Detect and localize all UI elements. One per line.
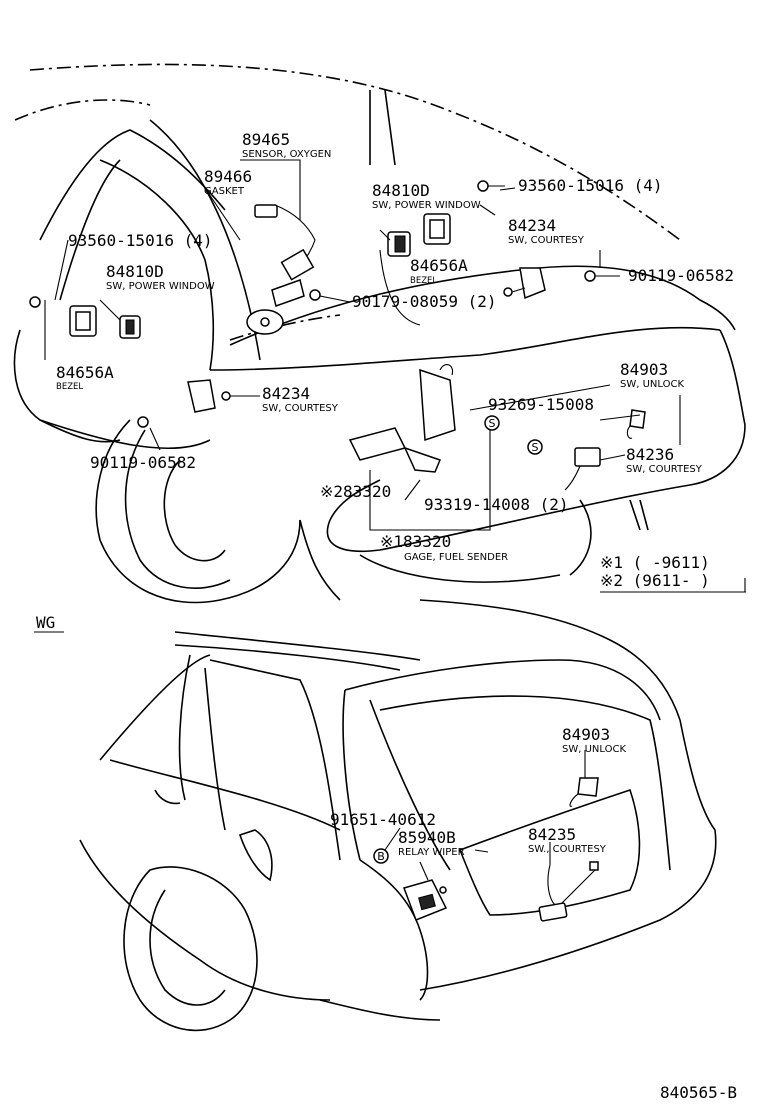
desc-84810d-right: SW, POWER WINDOW — [372, 200, 481, 211]
unlock-switch-top — [626, 409, 646, 439]
leader-lines-top — [44, 159, 681, 531]
diagram-code: 840565-B — [660, 1083, 737, 1102]
desc-84234-right: SW, COURTESY — [508, 235, 585, 246]
unlock-switch-wg-part — [569, 777, 599, 807]
desc-84235: SW., COURTESY — [528, 844, 607, 855]
label-84903-top: 84903 — [620, 360, 668, 379]
courtesy-switch-84235-part — [538, 861, 599, 922]
desc-84903-wg: SW, UNLOCK — [562, 744, 626, 755]
date-notes: ※1 ( -9611) ※2 (9611- ) — [600, 553, 746, 593]
label-84236: 84236 — [626, 445, 674, 464]
label-89466: 89466 — [204, 167, 252, 186]
courtesy-switch-84236 — [564, 447, 601, 491]
label-85940b: 85940B — [398, 828, 456, 847]
courtesy-switch-right — [503, 267, 546, 300]
label-84903-wg: 84903 — [562, 725, 610, 744]
desc-89465: SENSOR, OXYGEN — [242, 149, 331, 160]
symbol-s-2: S — [532, 441, 539, 454]
leader-lines-bottom — [384, 750, 586, 881]
desc-84810d-left: SW, POWER WINDOW — [106, 281, 215, 292]
bolt-91651: B — [373, 848, 389, 864]
fuel-sender-gage — [348, 364, 456, 473]
desc-183320: GAGE, FUEL SENDER — [404, 552, 508, 563]
label-93560-left: 93560-15016 (4) — [68, 231, 213, 250]
desc-84656a-left: BEZEL — [56, 382, 83, 392]
label-183320: ※183320 — [380, 532, 451, 551]
desc-84656a-right: BEZEL — [410, 276, 437, 286]
label-93319: 93319-14008 (2) — [424, 495, 569, 514]
bezel-right — [423, 213, 451, 245]
label-89465: 89465 — [242, 130, 290, 149]
label-84810d-right: 84810D — [372, 181, 430, 200]
label-93560-right: 93560-15016 (4) — [518, 176, 663, 195]
label-84656a-left: 84656A — [56, 363, 114, 382]
wagon-body-outline — [79, 599, 717, 1032]
bezel-left — [69, 305, 97, 337]
label-wg: WG — [36, 613, 55, 632]
symbol-b: B — [377, 850, 385, 863]
label-84234-right: 84234 — [508, 216, 556, 235]
label-84234-left: 84234 — [262, 384, 310, 403]
bolt-90119-right — [584, 270, 596, 282]
screw-93560-left — [29, 296, 41, 308]
oxygen-sensor-part — [254, 204, 316, 307]
label-90119-left: 90119-06582 — [90, 453, 196, 472]
screw-93560-right — [477, 180, 505, 192]
labels-top: 89465 SENSOR, OXYGEN 89466 GASKET 84810D… — [56, 130, 734, 563]
label-84656a-right: 84656A — [410, 256, 468, 275]
desc-84903-top: SW, UNLOCK — [620, 379, 684, 390]
desc-84234-left: SW, COURTESY — [262, 403, 339, 414]
bolt-90119-left — [137, 416, 149, 428]
label-90179: 90179-08059 (2) — [352, 292, 497, 311]
desc-85940b: RELAY WIPER — [398, 847, 465, 858]
label-84810d-left: 84810D — [106, 262, 164, 281]
labels-bottom: 84903 SW, UNLOCK 91651-40612 85940B RELA… — [330, 725, 626, 858]
power-window-switch-right — [387, 231, 411, 257]
courtesy-switch-left — [187, 379, 231, 413]
wiper-relay-part — [403, 879, 448, 921]
desc-84236: SW, COURTESY — [626, 464, 703, 475]
wg-section-label: WG — [34, 613, 64, 633]
gasket-part — [246, 309, 284, 335]
label-91651: 91651-40612 — [330, 810, 436, 829]
screw-93269 — [484, 415, 543, 455]
power-window-switch-left — [119, 315, 141, 339]
bolt-90179 — [309, 289, 321, 301]
symbol-s-1: S — [489, 417, 496, 430]
label-90119-right: 90119-06582 — [628, 266, 734, 285]
note-2: ※2 (9611- ) — [600, 571, 710, 590]
label-283320: ※283320 — [320, 482, 391, 501]
label-93269: 93269-15008 — [488, 395, 594, 414]
note-1: ※1 ( -9611) — [600, 553, 710, 572]
desc-89466: GASKET — [204, 186, 245, 197]
label-84235: 84235 — [528, 825, 576, 844]
